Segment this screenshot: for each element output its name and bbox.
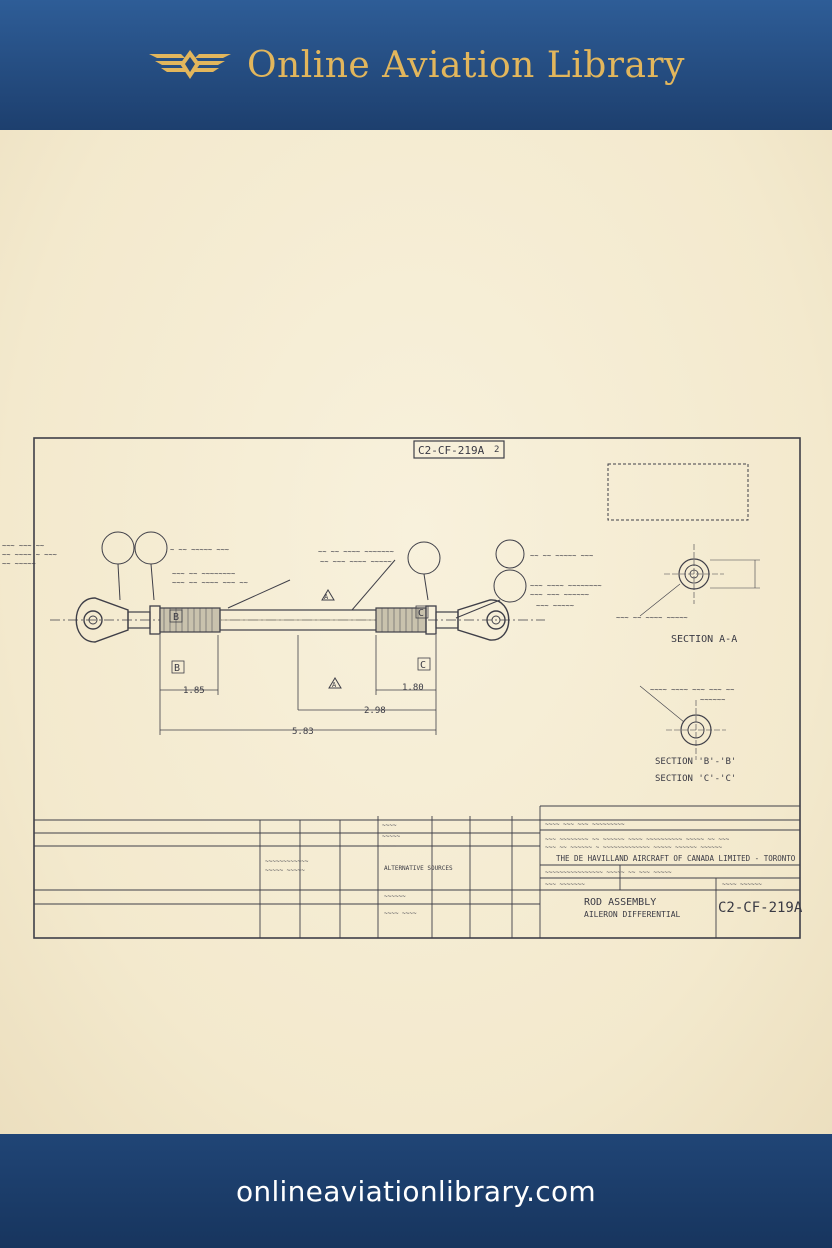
rod-tube [127,605,459,635]
svg-text:~~~~ ~~~ ~~~ ~~~~~~~~~: ~~~~ ~~~ ~~~ ~~~~~~~~~ [545,821,625,828]
svg-text:~~~~~~: ~~~~~~ [700,696,725,704]
svg-text:~~ ~~~~ ~ ~~~: ~~ ~~~~ ~ ~~~ [2,551,57,559]
drawing-notes: ~~~ ~~~ ~~ ~~ ~~~~ ~ ~~~ ~~ ~~~~~ ~ ~~ ~… [2,542,734,704]
svg-text:~~ ~~ ~~~~~ ~~~: ~~ ~~ ~~~~~ ~~~ [530,552,593,560]
title-block-small-text: ~~~~ ~~~~~ ~~~~ ~~~~~~~~~~~~ ~~~~~ ~~~~~… [265,821,762,917]
footer-url-link[interactable]: onlineaviationlibrary.com [235,1174,596,1208]
site-title: Online Aviation Library [247,44,685,86]
svg-text:~~~ ~~ ~~~~~~ ~ ~~~~~~~~~~~~~: ~~~ ~~ ~~~~~~ ~ ~~~~~~~~~~~~~ ~~~~~ ~~~~… [545,844,722,851]
drawing-border [33,437,801,939]
callout-balloons [101,531,527,619]
section-marker-b-bottom: B [174,663,180,674]
title-block-drawing-number: C2-CF-219A [718,900,803,916]
svg-text:~~~~: ~~~~ [382,822,397,829]
title-block-grid [34,805,800,938]
section-bb-view [639,685,726,760]
dimension-left-end: 1.85 [183,686,205,696]
site-footer: onlineaviationlibrary.com [0,1134,832,1248]
svg-text:~~~~~ ~~~~~: ~~~~~ ~~~~~ [265,867,305,874]
svg-text:~~~ ~~ ~~~~ ~~~ ~~: ~~~ ~~ ~~~~ ~~~ ~~ [172,579,248,587]
dimension-lines [159,635,437,735]
dashed-note-box [607,463,749,521]
section-cc-label: SECTION 'C'-'C' [655,774,736,784]
drawing-number-top: C2-CF-219A [418,444,485,457]
svg-text:~~~ ~~~~~: ~~~ ~~~~~ [536,602,574,610]
svg-text:~~~~~~: ~~~~~~ [384,893,406,900]
title-block-company: THE DE HAVILLAND AIRCRAFT OF CANADA LIMI… [556,854,796,863]
section-marker-a-top: A [324,593,329,601]
svg-text:~~~~~~~~~~~~~~~~ ~~~~~ ~~ ~~: ~~~~~~~~~~~~~~~~ ~~~~~ ~~ ~~~ ~~~~~ [545,869,672,876]
svg-text:~~~ ~~~~~~~~ ~~ ~~~~~~ ~~~~ ~~: ~~~ ~~~~~~~~ ~~ ~~~~~~ ~~~~ ~~~~~~~~~~ ~… [545,836,730,843]
section-marker-a-bottom: A [332,681,337,689]
section-marker-c-top: C [418,608,424,619]
svg-text:~~ ~~ ~~~~ ~~~~~~~: ~~ ~~ ~~~~ ~~~~~~~ [318,548,394,556]
dimension-right-end: 1.80 [402,683,424,693]
title-block-title-line1: ROD ASSEMBLY [584,897,656,908]
svg-text:~~~ ~~~ ~~~~~~: ~~~ ~~~ ~~~~~~ [530,591,589,599]
svg-text:~~~~ ~~~~ ~~~ ~~~ ~~: ~~~~ ~~~~ ~~~ ~~~ ~~ [650,686,734,694]
svg-text:~~ ~~~ ~~~~ ~~~~~: ~~ ~~~ ~~~~ ~~~~~ [320,558,392,566]
svg-text:~ ~~ ~~~~~ ~~~: ~ ~~ ~~~~~ ~~~ [170,546,229,554]
section-markers: B B C C A A [169,589,431,689]
svg-text:~~~ ~~~~ ~~~~~~~~: ~~~ ~~~~ ~~~~~~~~ [530,582,602,590]
left-rod-end [75,597,129,643]
revision-mark: 2 [494,445,499,455]
svg-text:~~~~: ~~~~ [382,843,397,850]
svg-text:~~~~~: ~~~~~ [382,833,400,840]
section-bb-label: SECTION 'B'-'B' [655,757,736,767]
drawing-number-box [413,440,505,459]
svg-text:~~~ ~~~ ~~: ~~~ ~~~ ~~ [2,542,44,550]
svg-text:~~~ ~~ ~~~~~~~~: ~~~ ~~ ~~~~~~~~ [172,570,235,578]
scanned-drawing-sheet: C2-CF-219A 2 [0,130,832,1134]
svg-text:~~ ~~~~~: ~~ ~~~~~ [2,560,36,568]
dimension-overall: 5.83 [292,727,314,737]
svg-text:~~~~ ~~~~: ~~~~ ~~~~ [384,910,417,917]
section-aa-view [639,544,760,617]
right-rod-end [457,599,510,641]
dimension-mid: 2.98 [364,706,386,716]
winged-diamond-icon [149,50,231,79]
svg-text:~~~ ~~~~~~~: ~~~ ~~~~~~~ [545,881,585,888]
section-marker-c-bottom: C [420,660,426,671]
engineering-drawing: C2-CF-219A 2 [2,437,803,939]
site-header: Online Aviation Library [0,0,832,130]
svg-text:~~~ ~~ ~~~~ ~~~~~: ~~~ ~~ ~~~~ ~~~~~ [616,614,688,622]
brand[interactable]: Online Aviation Library [0,0,832,130]
section-aa-label: SECTION A-A [671,634,737,645]
svg-text:~~~~~~~~~~~~: ~~~~~~~~~~~~ [265,858,309,865]
section-marker-b-top: B [173,612,179,623]
title-block-title-line2: AILERON DIFFERENTIAL [584,910,681,919]
svg-text:~~~~ ~~~~~~: ~~~~ ~~~~~~ [722,881,762,888]
title-block-material: ALTERNATIVE SOURCES [384,865,453,872]
